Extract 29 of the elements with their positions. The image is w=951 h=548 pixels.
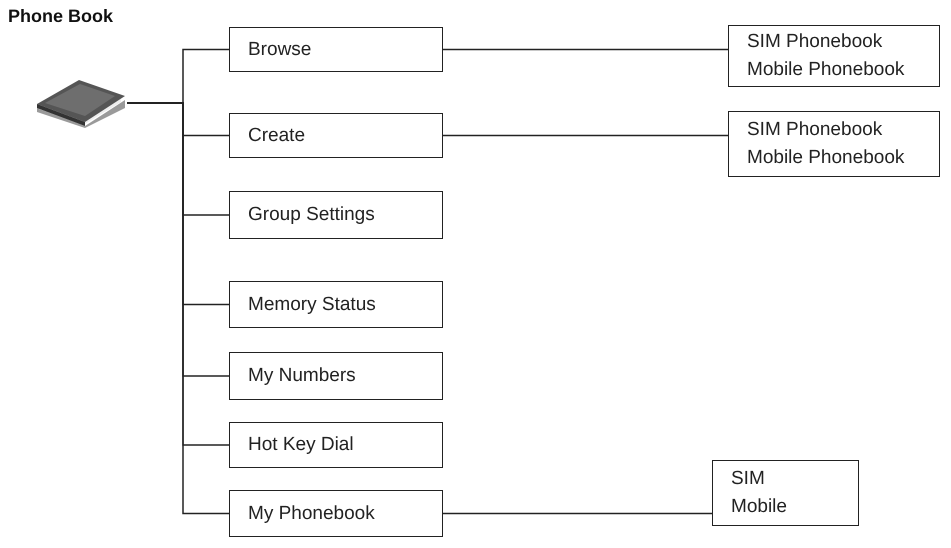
menu-box — [229, 27, 443, 72]
menu-label: My Phonebook — [248, 502, 376, 526]
menu-label: My Numbers — [248, 364, 357, 388]
menu-label: SIM Phonebook — [747, 118, 884, 142]
menu-label: SIM Phonebook — [747, 30, 884, 54]
menu-box — [229, 191, 443, 239]
menu-box — [229, 422, 443, 468]
connector-line — [443, 134, 728, 136]
connector-line — [443, 512, 712, 514]
menu-box — [728, 111, 940, 177]
menu-box — [229, 352, 443, 400]
menu-label: Mobile Phonebook — [747, 58, 906, 82]
title: Phone Book — [8, 6, 114, 27]
menu-box — [229, 113, 443, 158]
menu-label: Group Settings — [248, 203, 376, 227]
menu-label: Memory Status — [248, 292, 377, 316]
menu-label: SIM — [731, 467, 766, 491]
menu-box — [712, 460, 859, 526]
menu-label: Mobile Phonebook — [747, 146, 906, 170]
menu-label: Browse — [248, 38, 312, 62]
menu-label: Mobile — [731, 495, 788, 519]
menu-box — [229, 281, 443, 328]
menu-box — [229, 490, 443, 537]
connector-line — [443, 48, 728, 50]
book-icon — [35, 78, 127, 128]
menu-label: Create — [248, 124, 306, 148]
menu-label: Hot Key Dial — [248, 433, 355, 457]
menu-box — [728, 25, 940, 87]
connector-line — [127, 102, 229, 514]
